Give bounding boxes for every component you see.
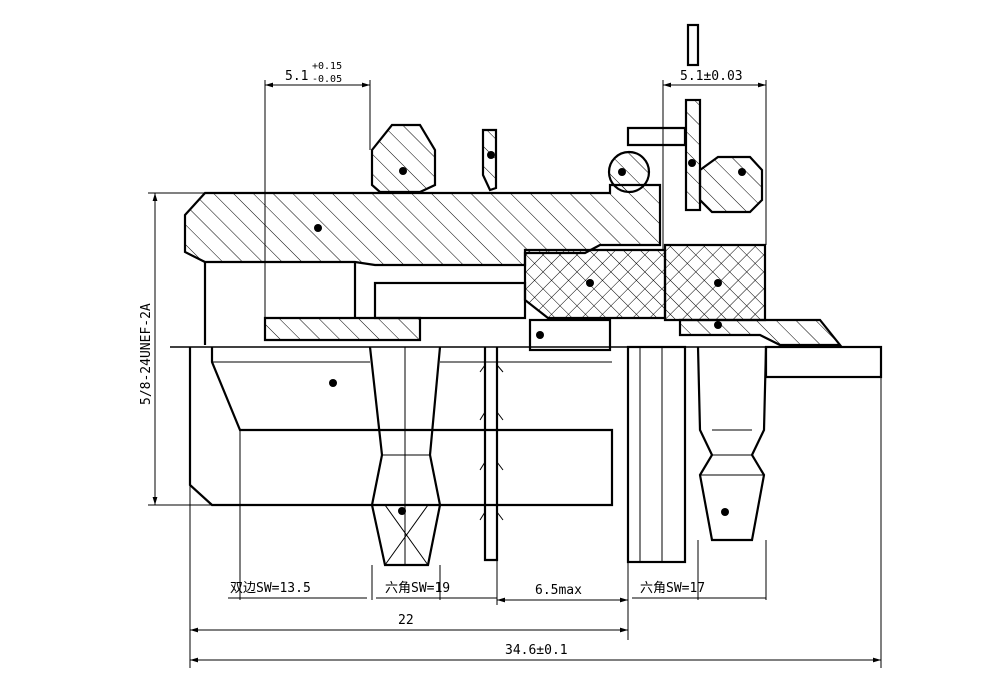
panel-plate (684, 98, 702, 212)
dim-top-left-base: 5.1 (285, 69, 308, 84)
lock-washer (481, 128, 498, 192)
dimension-lines (148, 80, 882, 668)
panel-plate-top (686, 23, 700, 67)
serrated-washer (483, 347, 499, 562)
dim-sw-hex19: 六角SW=19 (385, 581, 450, 596)
dim-max-len: 6.5max (535, 583, 582, 598)
rear-stub (764, 345, 883, 379)
dim-sw-double: 双边SW=13.5 (230, 581, 311, 596)
front-boss (203, 262, 357, 345)
front-hex-body (188, 347, 614, 507)
insulator-left (523, 248, 667, 320)
gasket-strip (263, 316, 422, 342)
dim-sw-hex17: 六角SW=17 (640, 581, 705, 596)
o-ring (607, 150, 651, 194)
hex-nut-17 (696, 346, 768, 542)
coupling-nut-left (370, 123, 437, 194)
exterior-view (188, 345, 883, 567)
dim-len-22: 22 (398, 613, 414, 628)
part-markers (314, 151, 746, 516)
panel-clip (626, 126, 687, 147)
dim-top-right: 5.1±0.03 (680, 69, 743, 84)
dim-thread: 5/8-24UNEF-2A (139, 303, 154, 405)
mount-flange (678, 318, 843, 347)
dim-top-left-upper: +0.15 (312, 61, 342, 72)
coupling-nut-right (698, 155, 764, 214)
panel-section (626, 345, 687, 564)
contact-tube (373, 281, 527, 320)
dim-len-total: 34.6±0.1 (505, 643, 568, 658)
hex-nut-19 (368, 346, 442, 567)
dim-top-left-lower: -0.05 (312, 74, 342, 85)
